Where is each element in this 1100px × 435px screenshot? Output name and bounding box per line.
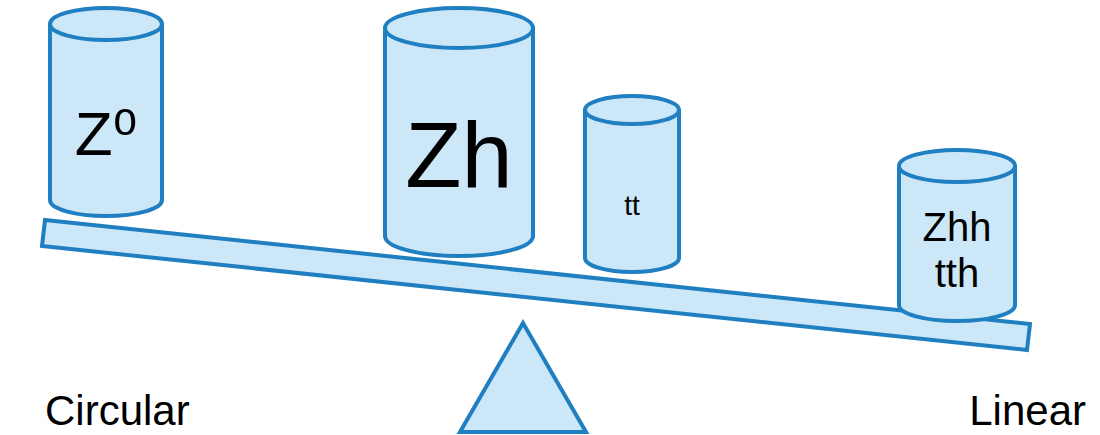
cylinder-body: [899, 150, 1015, 321]
axis-end-label: Circular: [45, 388, 190, 434]
cylinder-rim: [899, 166, 1015, 182]
cylinder-rim: [385, 28, 533, 48]
cylinder-body: [585, 96, 679, 272]
cylinder-outline: [583, 94, 681, 274]
cylinder-rim: [585, 110, 679, 124]
cylinder-body: [50, 8, 162, 216]
cylinder-node: Zhh tth: [897, 148, 1017, 323]
cylinder-label: tt: [624, 190, 640, 222]
seesaw-beam: [42, 220, 1030, 350]
cylinder-node: Z⁰: [48, 6, 164, 218]
cylinder-body: [385, 8, 533, 256]
cylinder-node: Zh: [383, 6, 535, 258]
fulcrum-triangle: [460, 323, 586, 432]
cylinder-node: tt: [583, 94, 681, 274]
cylinder-label: Zhh tth: [912, 204, 1002, 296]
cylinder-label: Z⁰: [75, 98, 138, 169]
cylinder-label: Zh: [405, 103, 512, 209]
cylinder-rim: [50, 24, 162, 40]
axis-end-label: Linear: [969, 388, 1086, 434]
